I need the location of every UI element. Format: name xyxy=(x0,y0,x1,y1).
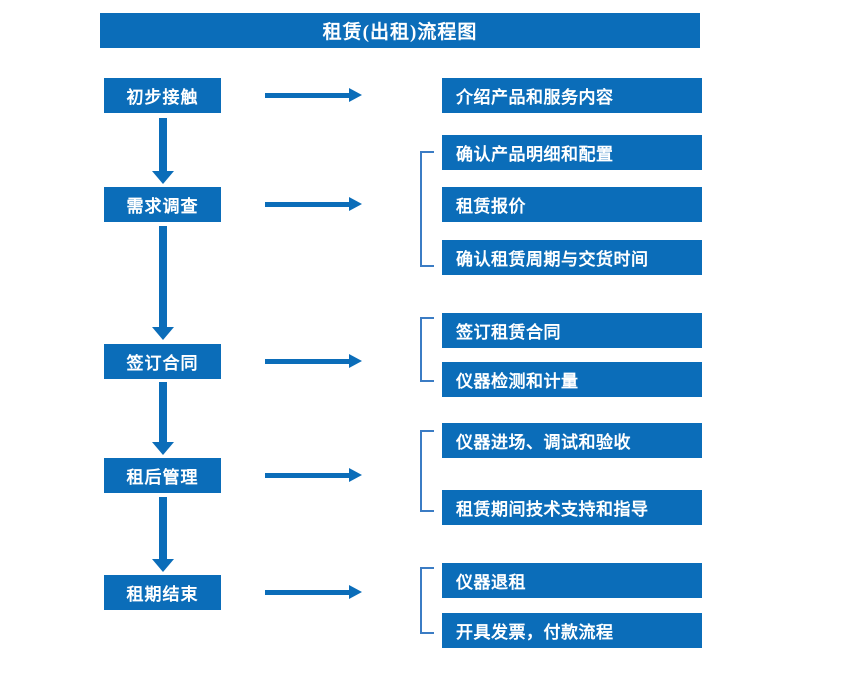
stage-box-1[interactable]: 初步接触 xyxy=(104,78,221,113)
stage-box-5[interactable]: 租期结束 xyxy=(104,575,221,610)
page-title: 租赁(出租)流程图 xyxy=(100,13,700,48)
detail-box-6[interactable]: 仪器检测和计量 xyxy=(442,362,702,397)
stage-box-2[interactable]: 需求调查 xyxy=(104,187,221,222)
right-arrow-icon-2 xyxy=(265,197,362,211)
bracket-icon-group-3 xyxy=(420,317,434,382)
bracket-icon-group-5 xyxy=(420,567,434,634)
bracket-icon-group-2 xyxy=(420,151,434,267)
down-arrow-icon-1 xyxy=(152,118,174,184)
detail-box-10[interactable]: 开具发票，付款流程 xyxy=(442,613,702,648)
detail-box-4[interactable]: 确认租赁周期与交货时间 xyxy=(442,240,702,275)
down-arrow-icon-3 xyxy=(152,382,174,455)
down-arrow-icon-2 xyxy=(152,226,174,340)
right-arrow-icon-5 xyxy=(265,585,362,599)
detail-box-3[interactable]: 租赁报价 xyxy=(442,187,702,222)
stage-box-3[interactable]: 签订合同 xyxy=(104,344,221,379)
detail-box-9[interactable]: 仪器退租 xyxy=(442,563,702,598)
bracket-icon-group-4 xyxy=(420,430,434,512)
right-arrow-icon-3 xyxy=(265,354,362,368)
detail-box-5[interactable]: 签订租赁合同 xyxy=(442,313,702,348)
stage-box-4[interactable]: 租后管理 xyxy=(104,458,221,493)
detail-box-7[interactable]: 仪器进场、调试和验收 xyxy=(442,423,702,458)
right-arrow-icon-4 xyxy=(265,468,362,482)
right-arrow-icon-1 xyxy=(265,88,362,102)
detail-box-2[interactable]: 确认产品明细和配置 xyxy=(442,135,702,170)
down-arrow-icon-4 xyxy=(152,497,174,572)
detail-box-8[interactable]: 租赁期间技术支持和指导 xyxy=(442,490,702,525)
detail-box-1[interactable]: 介绍产品和服务内容 xyxy=(442,78,702,113)
